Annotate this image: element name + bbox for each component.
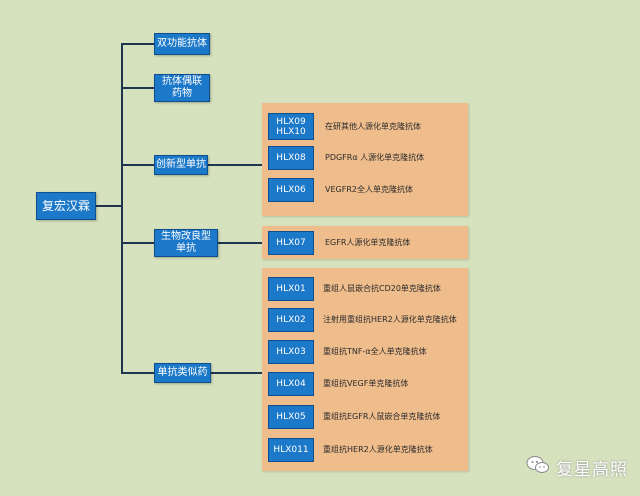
connector bbox=[96, 205, 122, 207]
connector bbox=[208, 164, 262, 166]
watermark-text: 复星高照 bbox=[556, 459, 628, 480]
connector bbox=[121, 87, 154, 89]
drug-description: 重组抗VEGF单克隆抗体 bbox=[323, 379, 409, 388]
connector bbox=[211, 372, 262, 374]
drug-description: 注射用重组抗HER2人源化单克隆抗体 bbox=[323, 315, 457, 324]
watermark: 复星高照 bbox=[526, 452, 628, 482]
connector-trunk bbox=[121, 43, 123, 374]
connector bbox=[121, 242, 154, 244]
drug-code: HLX05 bbox=[268, 405, 314, 429]
category-node: 创新型单抗 bbox=[154, 155, 208, 175]
biosimilar-panel bbox=[262, 268, 468, 471]
drug-code: HLX04 bbox=[268, 372, 314, 396]
drug-description: 重组抗TNF-α全人单克隆抗体 bbox=[323, 347, 427, 356]
drug-code: HLX01 bbox=[268, 277, 314, 301]
connector bbox=[121, 43, 154, 45]
drug-description: PDGFRα 人源化单克隆抗体 bbox=[325, 153, 425, 162]
drug-description: 重组抗EGFR人鼠嵌合单克隆抗体 bbox=[323, 412, 441, 421]
category-node: 生物改良型 单抗 bbox=[154, 229, 218, 257]
drug-code: HLX09 HLX10 bbox=[268, 113, 314, 140]
drug-code: HLX02 bbox=[268, 308, 314, 332]
category-node: 双功能抗体 bbox=[154, 33, 210, 55]
connector bbox=[218, 242, 262, 244]
drug-code: HLX08 bbox=[268, 146, 314, 170]
connector bbox=[121, 372, 154, 374]
category-node: 抗体偶联 药物 bbox=[154, 74, 210, 102]
drug-description: EGFR人源化单克隆抗体 bbox=[325, 238, 411, 247]
drug-description: 重组抗HER2人源化单克隆抗体 bbox=[323, 445, 433, 454]
drug-code: HLX06 bbox=[268, 178, 314, 202]
drug-code: HLX011 bbox=[268, 438, 314, 462]
category-node: 单抗类似药 bbox=[154, 363, 211, 383]
drug-code: HLX03 bbox=[268, 340, 314, 364]
drug-description: 在研其他人源化单克隆抗体 bbox=[325, 122, 421, 131]
drug-code: HLX07 bbox=[268, 231, 314, 255]
connector bbox=[121, 164, 154, 166]
drug-description: 重组人鼠嵌合抗CD20单克隆抗体 bbox=[323, 284, 441, 293]
wechat-icon bbox=[526, 455, 550, 479]
drug-description: VEGFR2全人单克隆抗体 bbox=[325, 185, 413, 194]
root-node: 复宏汉霖 bbox=[36, 192, 96, 220]
